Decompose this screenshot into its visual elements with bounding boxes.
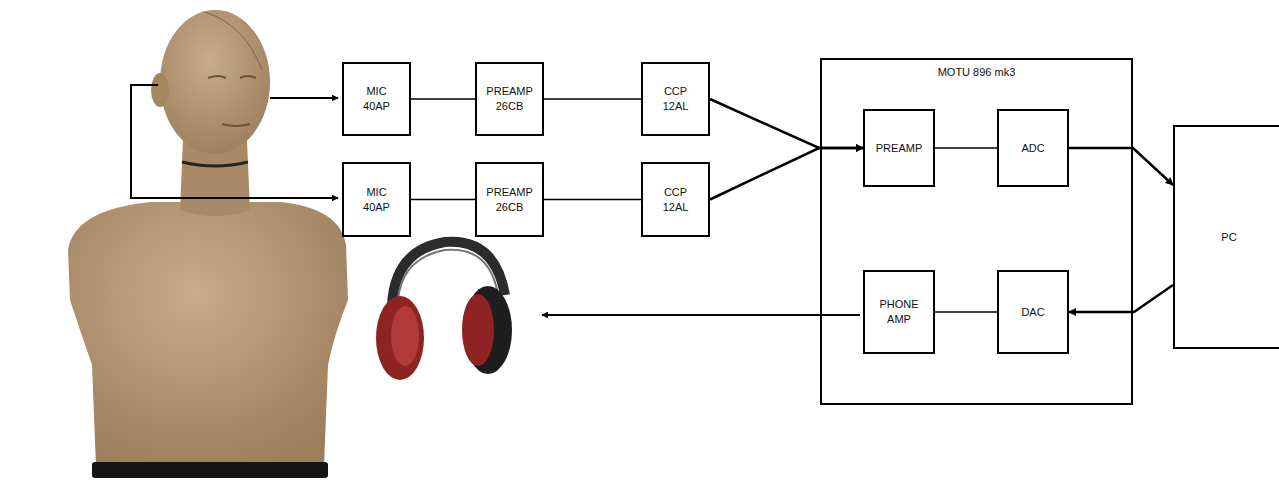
box-label: CCP 12AL [663,84,689,114]
box-label: MIC 40AP [363,84,390,114]
adc-box: ADC [997,109,1069,187]
ear-wires [131,85,338,198]
signal-line [411,199,475,201]
preamp-box: PREAMP 26CB [475,162,544,237]
box-label: DAC [1021,305,1044,320]
signal-arrow [710,99,863,148]
ccp-box: CCP 12AL [641,162,710,237]
audio-interface: MOTU 896 mk3PREAMP ADC PHONE AMP DAC [820,58,1133,405]
ear-wire [270,97,338,99]
computer-box: PC [1173,125,1279,349]
ear-cup [462,294,494,366]
signal-line [411,98,475,100]
preamp-box: PREAMP 26CB [475,62,544,136]
phone-amp-box: PHONE AMP [863,270,935,354]
torso [68,202,348,466]
eyes [208,76,256,78]
face-line [205,12,262,70]
ccp-box: CCP 12AL [641,62,710,136]
box-label: PREAMP 26CB [486,84,532,114]
box-label: PREAMP 26CB [486,185,532,215]
microphone-box: MIC 40AP [342,62,411,136]
box-label: ADC [1021,141,1044,156]
headphones [376,242,512,380]
signal-line [935,147,997,149]
base [92,462,328,478]
mouth [222,124,250,126]
dac-box: DAC [997,270,1069,354]
box-label: PHONE AMP [879,297,918,327]
box-label: PREAMP [876,141,922,156]
ear-wire [131,85,338,198]
signal-line [544,98,641,100]
signal-line [935,311,997,313]
signal-arrow [1069,148,1173,185]
ear-cup [376,296,424,380]
signal-arrow [710,148,863,200]
signal-line [544,199,641,201]
head [160,10,270,154]
box-label: MOTU 896 mk3 [938,65,1016,80]
box-label: MIC 40AP [363,185,390,215]
ear [151,73,169,107]
preamp-box: PREAMP [863,109,935,187]
headphone-wire [542,314,860,316]
neck-ring [182,162,248,166]
signal-arrow [1069,285,1173,312]
box-label: PC [1221,230,1236,245]
ear-cup [391,306,419,366]
mannequin [68,10,348,478]
box-label: CCP 12AL [663,185,689,215]
microphone-box: MIC 40AP [342,162,411,237]
